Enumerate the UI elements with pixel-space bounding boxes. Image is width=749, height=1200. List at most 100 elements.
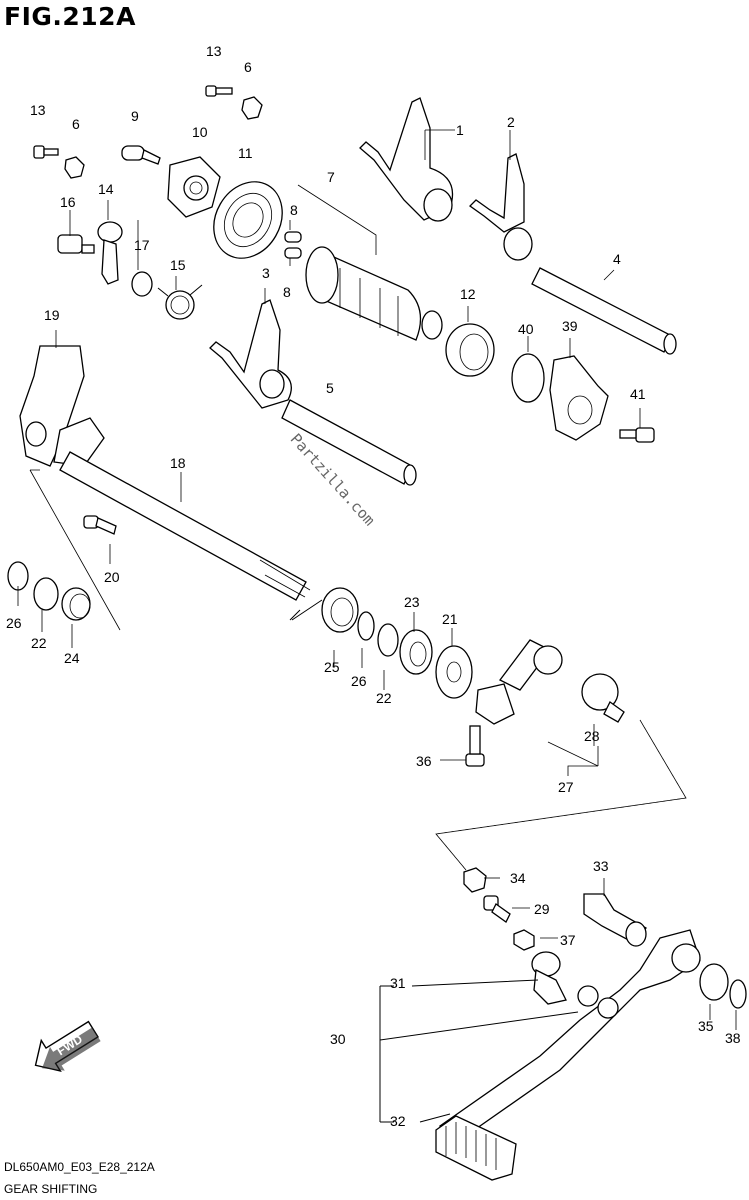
callout-30: 30 [330, 1031, 346, 1047]
bolt-16 [57, 234, 95, 254]
callout-2: 2 [507, 114, 515, 130]
shift-drum-7 [305, 246, 443, 341]
bearing-12 [445, 323, 495, 377]
stopper-14 [97, 221, 123, 285]
shaft-5 [281, 399, 417, 486]
clip-38 [729, 979, 747, 1009]
callout-12: 12 [460, 286, 476, 302]
callout-35: 35 [698, 1018, 714, 1034]
callout-41: 41 [630, 386, 646, 402]
bracket-39 [549, 355, 609, 441]
bearing-11 [213, 181, 283, 259]
return-spring-25 [289, 587, 359, 633]
callout-22-left: 22 [31, 635, 47, 651]
callout-27: 27 [558, 779, 574, 795]
shift-fork-3 [209, 299, 292, 409]
pivot-bolt-33 [583, 893, 647, 947]
callout-28: 28 [584, 728, 600, 744]
dashed-line [435, 719, 687, 871]
spring-15 [157, 284, 203, 320]
callout-7: 7 [327, 169, 335, 185]
ring-40 [511, 353, 545, 403]
callout-6-top: 6 [244, 59, 252, 75]
callout-20: 20 [104, 569, 120, 585]
rod-end-28 [581, 673, 625, 723]
fwd-arrow-icon: FWD [34, 1020, 101, 1073]
callout-17: 17 [134, 237, 150, 253]
callout-16: 16 [60, 194, 76, 210]
callout-25: 25 [324, 659, 340, 675]
shift-fork-1 [359, 97, 454, 222]
callout-38: 38 [725, 1030, 741, 1046]
callout-5: 5 [326, 380, 334, 396]
callout-37: 37 [560, 932, 576, 948]
callout-36: 36 [416, 753, 432, 769]
figure-title: FIG.212A [4, 2, 136, 31]
callout-26-right: 26 [351, 673, 367, 689]
cam-plate-10 [167, 156, 221, 218]
callout-8-lower: 8 [283, 284, 291, 300]
diagram-code: DL650AM0_E03_E28_212A [4, 1160, 155, 1174]
callout-13-left: 13 [30, 102, 46, 118]
pin-9 [121, 145, 161, 165]
link-rod-27 [475, 639, 563, 725]
callout-29: 29 [534, 901, 550, 917]
callout-8-upper: 8 [290, 202, 298, 218]
callout-34: 34 [510, 870, 526, 886]
callout-1: 1 [456, 122, 464, 138]
callout-23: 23 [404, 594, 420, 610]
callout-15: 15 [170, 257, 186, 273]
washer-35 [699, 963, 729, 1001]
callout-14: 14 [98, 181, 114, 197]
callout-21: 21 [442, 611, 458, 627]
bolt-13-left [33, 145, 59, 159]
seal-23 [399, 629, 433, 675]
bracket-30-31-32 [379, 979, 579, 1123]
nut-6-left [64, 156, 85, 179]
callout-9: 9 [131, 108, 139, 124]
pivot-31 [531, 951, 567, 1005]
callout-18: 18 [170, 455, 186, 471]
spring-24 [61, 587, 91, 621]
pin-8-lower [284, 247, 302, 259]
bracket-line-27 [547, 741, 599, 776]
callout-26-left: 26 [6, 615, 22, 631]
bolt-41 [619, 427, 655, 443]
washer-17 [131, 271, 153, 297]
callout-3: 3 [262, 265, 270, 281]
bolt-20 [83, 515, 117, 535]
gearshift-lever-30 [438, 929, 701, 1141]
callout-33: 33 [593, 858, 609, 874]
shift-lever-19 [19, 345, 105, 467]
callout-39: 39 [562, 318, 578, 334]
callout-4: 4 [613, 251, 621, 267]
callout-6-left: 6 [72, 116, 80, 132]
diagram-caption: GEAR SHIFTING [4, 1182, 98, 1196]
washer-22-right [377, 623, 399, 657]
pin-8-upper [284, 231, 302, 243]
foot-peg-32 [435, 1115, 517, 1181]
shift-shaft-18 [59, 451, 311, 601]
shaft-4 [531, 267, 677, 355]
callout-40: 40 [518, 321, 534, 337]
callout-24: 24 [64, 650, 80, 666]
washer-21 [435, 645, 473, 699]
leader-lines [17, 129, 737, 1030]
callout-32: 32 [390, 1113, 406, 1129]
shift-fork-2 [468, 153, 533, 261]
callout-11: 11 [238, 145, 253, 161]
nut-37 [513, 929, 535, 951]
callout-13-top: 13 [206, 43, 222, 59]
callout-31: 31 [390, 975, 406, 991]
callout-22-right: 22 [376, 690, 392, 706]
callout-10: 10 [192, 124, 208, 140]
nut-34 [463, 867, 487, 893]
washer-22-left [33, 577, 59, 611]
bolt-29 [483, 895, 511, 923]
clip-26-left [7, 561, 29, 591]
nut-6-top [241, 96, 263, 120]
leader-lines-shaft [29, 469, 121, 631]
clip-26-right [357, 611, 375, 641]
bolt-36 [465, 725, 485, 767]
